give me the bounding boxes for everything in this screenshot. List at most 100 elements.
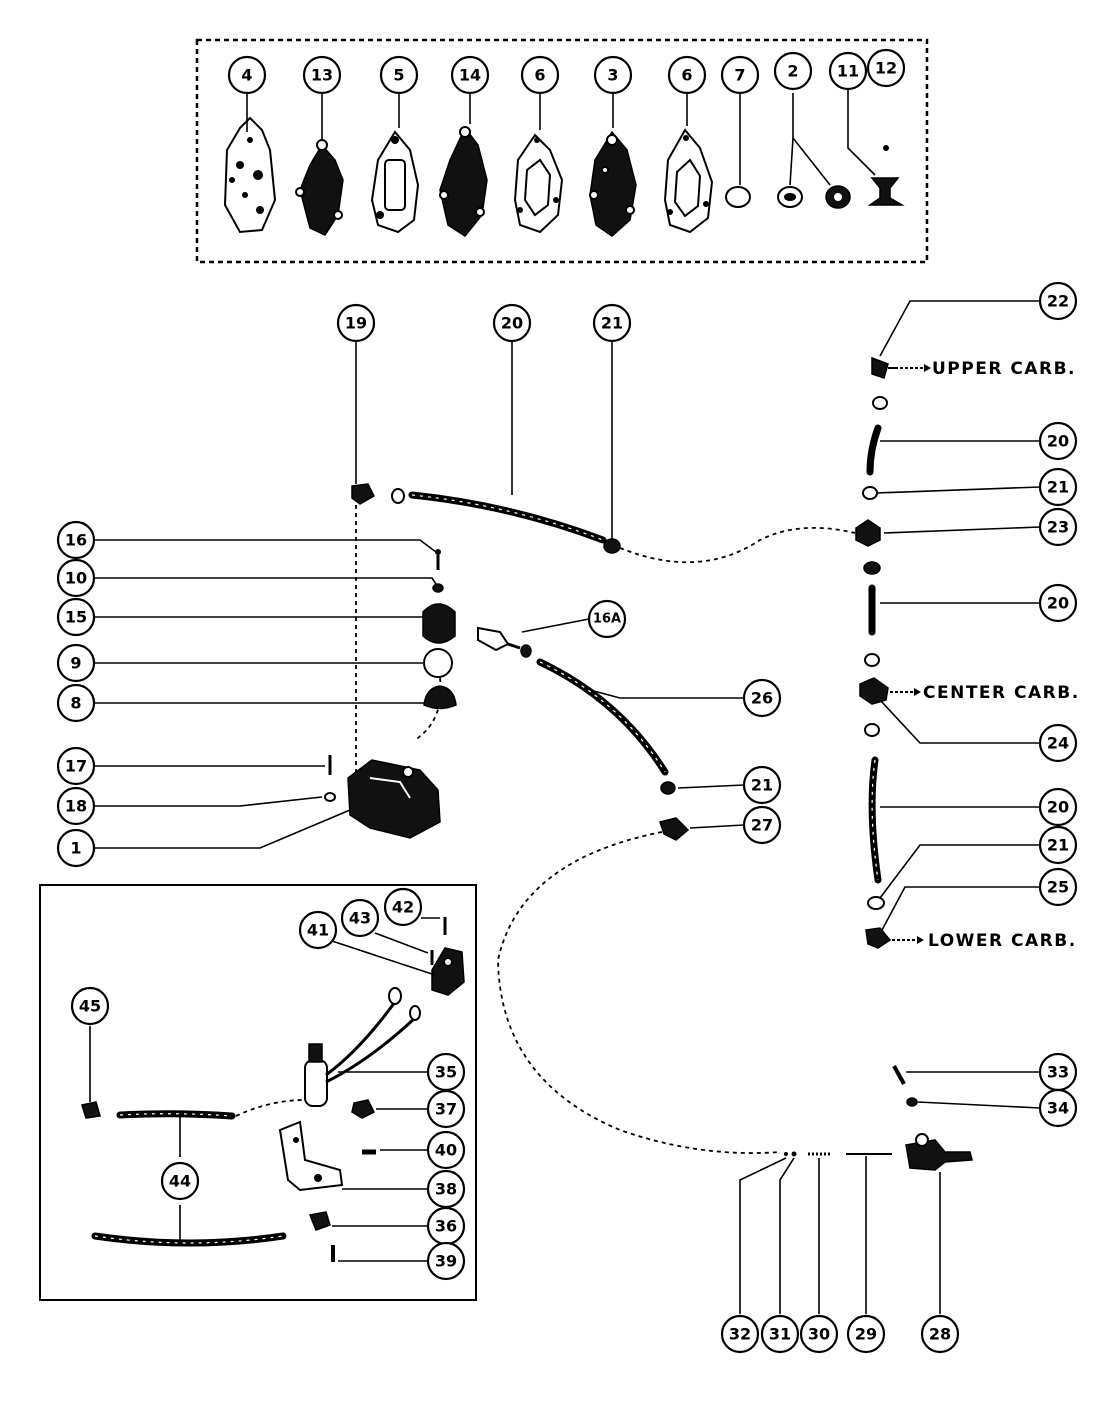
callout-44: 44 [160, 1161, 200, 1201]
callout-6b: 6 [667, 55, 707, 95]
callout-29: 29 [846, 1314, 886, 1354]
callout-22: 22 [1038, 281, 1078, 321]
svg-text:40: 40 [435, 1141, 457, 1160]
svg-text:26: 26 [751, 689, 773, 708]
callout-35: 35 [426, 1052, 466, 1092]
callout-39: 39 [426, 1241, 466, 1281]
callout-11: 11 [828, 51, 868, 91]
callout-43: 43 [340, 898, 380, 938]
callout-1: 1 [56, 828, 96, 868]
upper-carb-label: UPPER CARB. [932, 359, 1076, 379]
gasket-part-6b [663, 128, 714, 234]
svg-text:28: 28 [929, 1325, 951, 1344]
check-valve-2 [777, 185, 851, 209]
callout-40: 40 [426, 1130, 466, 1170]
callout-25: 25 [1038, 867, 1078, 907]
callout-36: 36 [426, 1206, 466, 1246]
center-carb-label: CENTER CARB. [923, 683, 1080, 703]
svg-text:32: 32 [729, 1325, 751, 1344]
clamp-21d [660, 781, 676, 795]
callout-8: 8 [56, 683, 96, 723]
check-valve-gasket-7 [725, 186, 751, 208]
callout-42: 42 [383, 887, 423, 927]
callout-9: 9 [56, 643, 96, 683]
bracket-38 [278, 1120, 344, 1192]
callout-41: 41 [298, 910, 338, 950]
diaphragm-part-3 [589, 130, 637, 237]
o-ring-9 [423, 648, 453, 678]
clamp-upper [872, 396, 888, 410]
svg-text:34: 34 [1047, 1099, 1069, 1118]
svg-text:37: 37 [435, 1100, 457, 1119]
clamp-26-top [520, 644, 532, 658]
pump-body-part-5 [370, 130, 420, 234]
washer-34 [906, 1097, 918, 1107]
svg-text:10: 10 [65, 569, 87, 588]
clamp-21b [862, 486, 878, 500]
svg-text:1: 1 [70, 839, 81, 858]
fitting-16A [477, 626, 521, 652]
svg-text:14: 14 [459, 66, 481, 85]
svg-text:24: 24 [1047, 734, 1069, 753]
svg-text:29: 29 [855, 1325, 877, 1344]
clamp-21a [603, 538, 621, 554]
callout-2: 2 [773, 51, 813, 91]
callout-16: 16 [56, 520, 96, 560]
fitting-28 [905, 1133, 973, 1171]
callout-21a: 21 [592, 303, 632, 343]
callout-27: 27 [742, 805, 782, 845]
inset-box [39, 884, 477, 1301]
callout-38: 38 [426, 1169, 466, 1209]
svg-text:6: 6 [681, 66, 692, 85]
tee-fitting-24 [859, 677, 889, 705]
washer-18 [324, 792, 336, 802]
callout-21b: 21 [1038, 467, 1078, 507]
callout-30: 30 [799, 1314, 839, 1354]
screw-33 [892, 1065, 906, 1085]
svg-text:12: 12 [875, 59, 897, 78]
solenoid-35 [304, 987, 421, 1107]
svg-text:36: 36 [435, 1217, 457, 1236]
callout-31: 31 [760, 1314, 800, 1354]
svg-text:11: 11 [837, 62, 859, 81]
fitting-45 [81, 1101, 101, 1119]
callout-20a: 20 [492, 303, 532, 343]
callout-15: 15 [56, 597, 96, 637]
svg-text:21: 21 [751, 776, 773, 795]
svg-text:20: 20 [1047, 594, 1069, 613]
retainer-11 [867, 177, 905, 206]
callout-21d: 21 [742, 765, 782, 805]
fitting-36 [308, 1211, 331, 1231]
svg-text:13: 13 [311, 66, 333, 85]
svg-text:2: 2 [787, 62, 798, 81]
fitting-19 [351, 483, 405, 505]
tee-fitting-23 [855, 519, 881, 547]
callout-16A: 16A [587, 599, 627, 639]
hose-44-upper [116, 1110, 236, 1120]
svg-text:22: 22 [1047, 292, 1069, 311]
callout-5: 5 [379, 55, 419, 95]
clamp-below-23 [863, 561, 881, 575]
svg-text:21: 21 [1047, 478, 1069, 497]
svg-text:8: 8 [70, 694, 81, 713]
svg-text:18: 18 [65, 797, 87, 816]
callout-13: 13 [302, 55, 342, 95]
callout-28: 28 [920, 1314, 960, 1354]
callout-45: 45 [70, 986, 110, 1026]
callout-23: 23 [1038, 507, 1078, 547]
callout-17: 17 [56, 746, 96, 786]
clamp-above-24 [864, 653, 880, 667]
callout-33: 33 [1038, 1052, 1078, 1092]
svg-text:33: 33 [1047, 1063, 1069, 1082]
lower-carb-label: LOWER CARB. [928, 931, 1077, 951]
svg-text:41: 41 [307, 921, 329, 940]
callout-7: 7 [720, 55, 760, 95]
svg-text:27: 27 [751, 816, 773, 835]
svg-text:31: 31 [769, 1325, 791, 1344]
clamp-below-24 [864, 723, 880, 737]
diaphragm-part-13 [295, 139, 344, 236]
callout-19: 19 [336, 303, 376, 343]
callout-4: 4 [227, 55, 267, 95]
callout-6a: 6 [520, 55, 560, 95]
